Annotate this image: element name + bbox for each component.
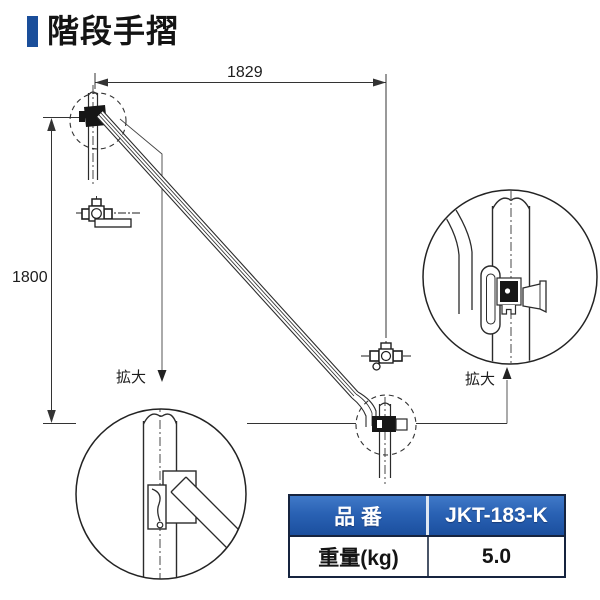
detail-circle-top-joint [75,408,247,580]
dimension-height [43,117,88,423]
handrail-tube [96,110,359,399]
bottom-joint-marker [355,394,417,456]
enlarge-label-right: 拡大 [465,371,495,388]
leader-top-joint [119,118,167,382]
enlarge-label-left: 拡大 [116,369,146,386]
spec-header-model-value: JKT-183-K [445,503,548,527]
top-joint-marker [69,92,127,150]
clamp-top-view-right [361,342,412,371]
top-post [79,85,107,186]
page-title: 階段手摺 [47,13,180,49]
dimension-height-label: 1800 [12,269,48,286]
dimension-width [94,73,387,346]
bottom-joint [351,391,408,484]
leader-bottom-joint [502,367,512,424]
spec-header-part-number: 品 番 [290,496,429,535]
spec-weight-value: 5.0 [481,544,512,568]
dimension-width-label: 1829 [227,64,263,81]
spec-table-header-row: 品 番 JKT-183-K [290,496,564,537]
spec-weight-label: 重量(kg) [290,537,429,576]
detail-circle-bottom-joint [422,189,598,365]
clamp-top-view-left [76,196,141,228]
spec-table-weight-row: 重量(kg) 5.0 [290,537,564,576]
bottom-clamp [372,416,396,432]
spec-table: 品 番 JKT-183-K 重量(kg) 5.0 [288,494,566,578]
title-accent-bar-icon [27,15,38,47]
page-header: 階段手摺 [27,15,179,47]
